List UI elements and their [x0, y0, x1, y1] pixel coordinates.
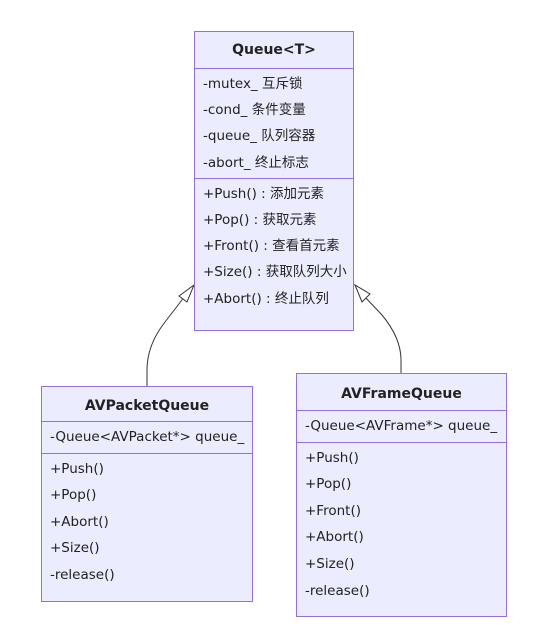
- attribute-row: -queue_ 队列容器: [203, 128, 316, 145]
- method-row: +Pop(): [305, 476, 352, 493]
- attributes-section: -Queue<AVFrame*> queue_: [297, 411, 506, 443]
- method-row: -release(): [305, 582, 370, 599]
- attribute-row: -mutex_ 互斥锁: [203, 76, 303, 92]
- class-title: Queue<T>: [195, 32, 353, 69]
- methods-section: +Push() +Pop() +Front() +Abort() +Size()…: [297, 443, 506, 607]
- method-row: +Size(): [305, 555, 355, 572]
- edge-avpacket-to-queue: [146, 295, 186, 386]
- class-title: AVFrameQueue: [297, 374, 506, 411]
- method-row: +Push(): [50, 460, 104, 477]
- method-row: +Abort(): [50, 513, 109, 530]
- edge-avframe-to-queue: [363, 295, 402, 373]
- attribute-row: -cond_ 条件变量: [203, 102, 306, 119]
- attributes-section: -Queue<AVPacket*> queue_: [42, 422, 252, 454]
- attribute-row: -Queue<AVFrame*> queue_: [305, 418, 498, 434]
- method-row: +Abort() : 终止队列: [203, 290, 329, 307]
- method-row: +Size(): [50, 540, 100, 557]
- class-avpacketqueue: AVPacketQueue -Queue<AVPacket*> queue_ +…: [41, 386, 253, 602]
- method-row: +Size() : 获取队列大小: [203, 264, 347, 281]
- inheritance-arrowhead-right: [353, 283, 371, 303]
- inheritance-arrowhead-left: [178, 283, 196, 303]
- class-queue: Queue<T> -mutex_ 互斥锁 -cond_ 条件变量 -queue_…: [194, 31, 354, 331]
- class-avframequeue: AVFrameQueue -Queue<AVFrame*> queue_ +Pu…: [296, 373, 507, 617]
- method-row: +Pop(): [50, 487, 97, 504]
- method-row: +Front(): [305, 502, 361, 519]
- methods-section: +Push() +Pop() +Abort() +Size() -release…: [42, 454, 252, 591]
- class-title: AVPacketQueue: [42, 387, 252, 422]
- method-row: +Push(): [305, 449, 359, 466]
- methods-section: +Push() : 添加元素 +Pop() : 获取元素 +Front() : …: [195, 179, 353, 314]
- method-row: +Pop() : 获取元素: [203, 211, 317, 228]
- attribute-row: -abort_ 终止标志: [203, 154, 309, 171]
- method-row: +Abort(): [305, 529, 364, 546]
- method-row: -release(): [50, 566, 115, 583]
- method-row: +Front() : 查看首元素: [203, 238, 340, 255]
- attributes-section: -mutex_ 互斥锁 -cond_ 条件变量 -queue_ 队列容器 -ab…: [195, 69, 353, 179]
- attribute-row: -Queue<AVPacket*> queue_: [50, 429, 245, 445]
- method-row: +Push() : 添加元素: [203, 185, 325, 202]
